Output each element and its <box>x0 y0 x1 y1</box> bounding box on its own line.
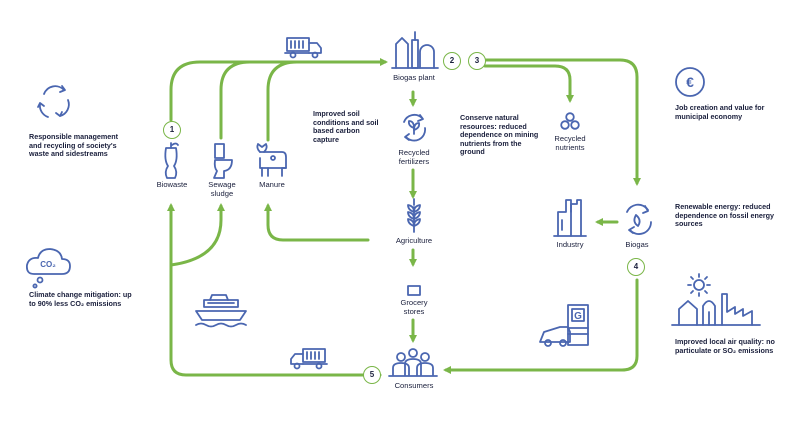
truck-icon <box>290 348 328 370</box>
benefit-energy: Renewable energy: reduced dependence on … <box>675 202 775 229</box>
benefit-waste: Responsible management and recycling of … <box>29 132 119 159</box>
arrow-consumers-to-biowaste <box>167 203 382 377</box>
grocery-store-icon <box>407 285 421 296</box>
cow-icon <box>256 143 287 177</box>
apple-core-icon <box>164 142 179 179</box>
node-manure: Manure <box>259 180 285 189</box>
node-biowaste: Biowaste <box>156 180 188 189</box>
node-grocery-stores: Grocery stores <box>400 298 428 316</box>
truck-icon <box>284 37 322 59</box>
node-biogas: Biogas <box>625 240 649 249</box>
step-badge: 1 <box>163 121 181 139</box>
ship-icon <box>195 294 247 328</box>
euro-symbol: € <box>686 74 694 90</box>
fuel-pump-icon <box>567 304 589 346</box>
industry-icon <box>553 199 587 237</box>
wheat-icon <box>407 198 421 233</box>
co2-label: CO₂ <box>40 260 56 269</box>
arrow-sludge-to-plant <box>219 60 252 140</box>
arrow-biogas-to-consumers <box>443 278 639 374</box>
step-badge: 2 <box>443 52 461 70</box>
sun-icon <box>687 273 711 297</box>
arrow-biowaste-to-plant <box>169 58 388 122</box>
node-recycled-nutrients: Recycled nutrients <box>554 134 586 152</box>
arrow-manure-to-plant <box>266 60 299 142</box>
recycle-icon <box>37 85 70 118</box>
fuel-pump-letter: G <box>574 311 582 322</box>
step-badge: 4 <box>627 258 645 276</box>
euro-coin-icon <box>675 67 705 97</box>
node-consumers: Consumers <box>394 381 434 390</box>
benefit-jobs: Job creation and value for municipal eco… <box>675 103 765 121</box>
note-soil: Improved soil conditions and soil based … <box>313 109 379 144</box>
molecule-icon <box>560 112 580 130</box>
benefit-climate: Climate change mitigation: up to 90% les… <box>29 290 132 308</box>
arrow-to-recycled-nutrients <box>483 64 574 103</box>
town-icon <box>671 293 761 326</box>
step-badge: 3 <box>468 52 486 70</box>
node-agriculture: Agriculture <box>395 236 433 245</box>
arrow-to-sewage-sludge <box>169 203 225 267</box>
biogas-icon <box>626 203 652 235</box>
toilet-icon <box>213 143 233 179</box>
recycled-fertilizer-icon <box>403 113 426 142</box>
car-icon <box>539 326 571 347</box>
node-sewage-sludge: Sewage sludge <box>208 180 236 198</box>
biogas-plant-icon <box>391 31 439 69</box>
node-industry: Industry <box>556 240 584 249</box>
note-resources: Conserve natural resources: reduced depe… <box>460 113 539 157</box>
node-biogas-plant: Biogas plant <box>393 73 435 82</box>
co2-cloud-icon <box>25 248 71 289</box>
step-badge: 5 <box>363 366 381 384</box>
node-recycled-fertilizers: Recycled fertilizers <box>398 148 430 166</box>
arrow-agriculture-to-manure <box>264 203 370 242</box>
consumers-icon <box>388 348 438 377</box>
arrow-to-biogas <box>483 58 641 186</box>
benefit-air: Improved local air quality: no particula… <box>675 337 775 355</box>
